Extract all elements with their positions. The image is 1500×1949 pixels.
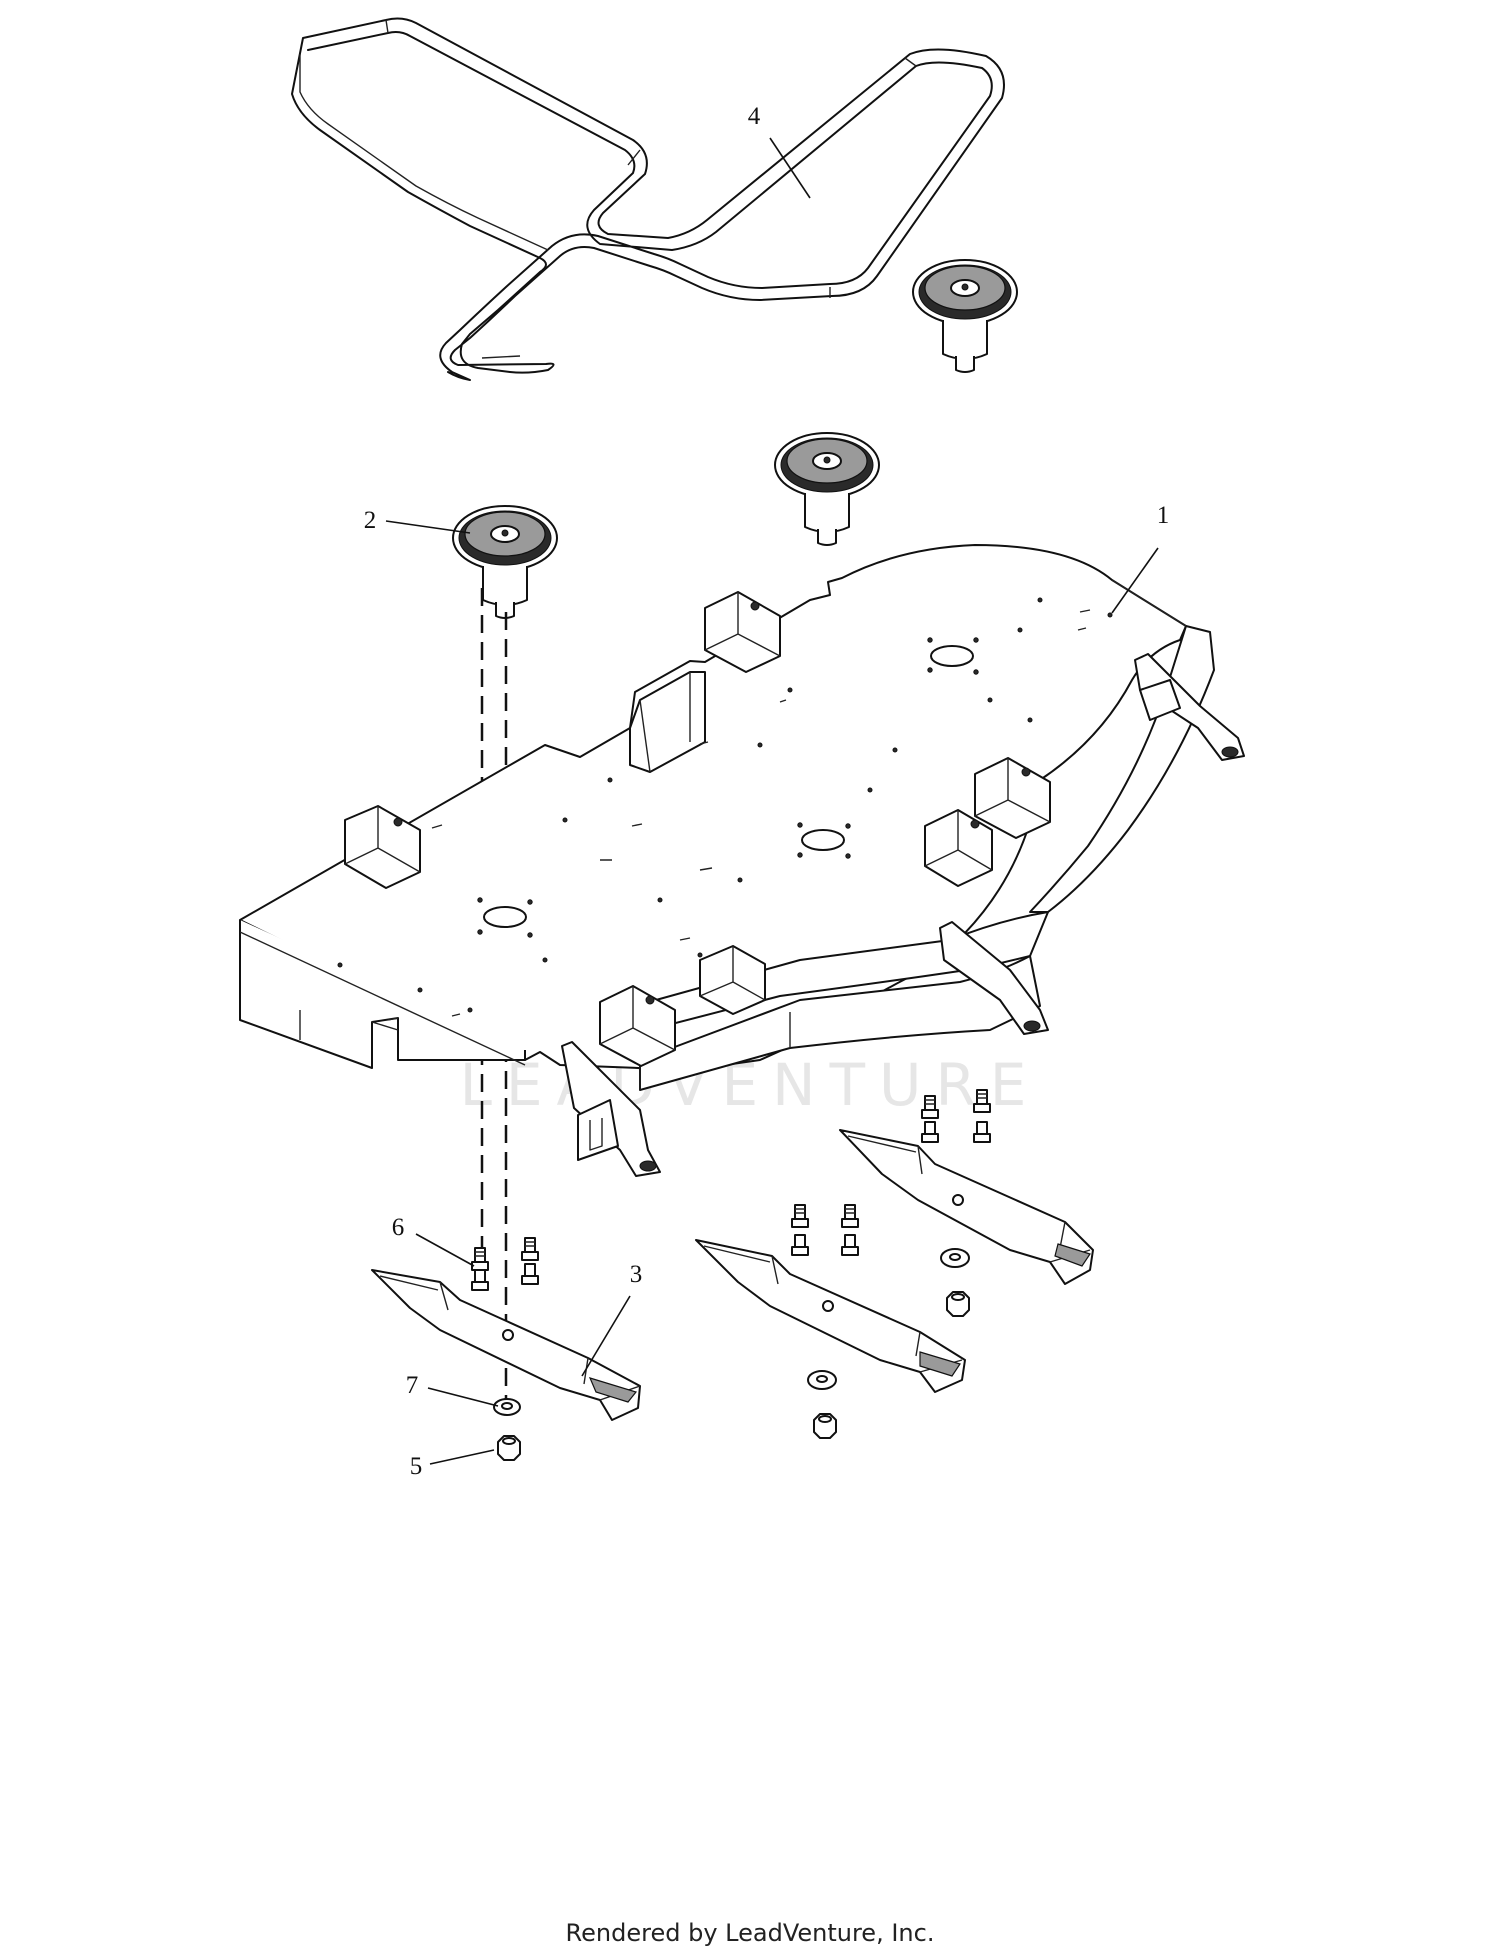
deck-bracket-right-1 [974, 757, 1051, 839]
deck-bracket-front-left [344, 805, 421, 889]
footer-credit: Rendered by LeadVenture, Inc. [566, 1919, 935, 1947]
washer-right[interactable] [940, 1248, 970, 1268]
spindle-assembly-center[interactable] [774, 432, 880, 546]
bolt-set-right[interactable] [921, 1089, 991, 1143]
washer-left[interactable] [493, 1398, 521, 1416]
callout-5-leader [429, 1449, 495, 1465]
deck-bracket-rear-left [704, 591, 781, 673]
nut-right[interactable] [946, 1291, 970, 1317]
washer-center[interactable] [807, 1370, 837, 1390]
spindle-assembly-left[interactable] [452, 505, 558, 619]
callout-7-leader [427, 1387, 499, 1407]
callout-4-leader [769, 137, 811, 199]
spindle-hole-left [483, 906, 527, 928]
callout-6-label[interactable]: 6 [392, 1214, 405, 1241]
mower-blade-left[interactable] [371, 1269, 641, 1421]
callout-4-label[interactable]: 4 [748, 103, 761, 130]
anti-scalp-arm-right [1134, 653, 1245, 761]
anti-scalp-arm-center [939, 921, 1049, 1035]
anti-scalp-arm-left [561, 1041, 661, 1177]
bolt-set-center[interactable] [791, 1204, 859, 1256]
callout-5-label[interactable]: 5 [410, 1453, 423, 1480]
bolt-6[interactable] [471, 1247, 489, 1271]
callout-1-leader [1111, 547, 1159, 614]
callout-2-leader [385, 520, 471, 534]
drive-belt[interactable] [291, 17, 1005, 381]
nut-left[interactable] [497, 1435, 521, 1461]
deck-bracket-right-2 [924, 809, 993, 887]
callout-7-label[interactable]: 7 [406, 1372, 419, 1399]
nut-center[interactable] [813, 1413, 837, 1439]
spindle-assembly-right[interactable] [912, 259, 1018, 373]
bolt-set-left[interactable] [471, 1237, 539, 1291]
mower-deck-housing[interactable] [239, 544, 1245, 1177]
mower-blade-right[interactable] [839, 1129, 1094, 1285]
mower-blade-center[interactable] [695, 1239, 966, 1393]
callout-1-label[interactable]: 1 [1157, 502, 1170, 529]
spindle-hole-right [930, 645, 974, 667]
deck-bracket-front-center [599, 985, 676, 1067]
callout-3-leader [581, 1295, 631, 1377]
spindle-hole-center [801, 829, 845, 851]
callout-6-leader [415, 1233, 475, 1267]
callout-2-label[interactable]: 2 [364, 507, 377, 534]
deck-bracket-front-center-2 [699, 945, 766, 1015]
callout-3-label[interactable]: 3 [630, 1261, 643, 1288]
